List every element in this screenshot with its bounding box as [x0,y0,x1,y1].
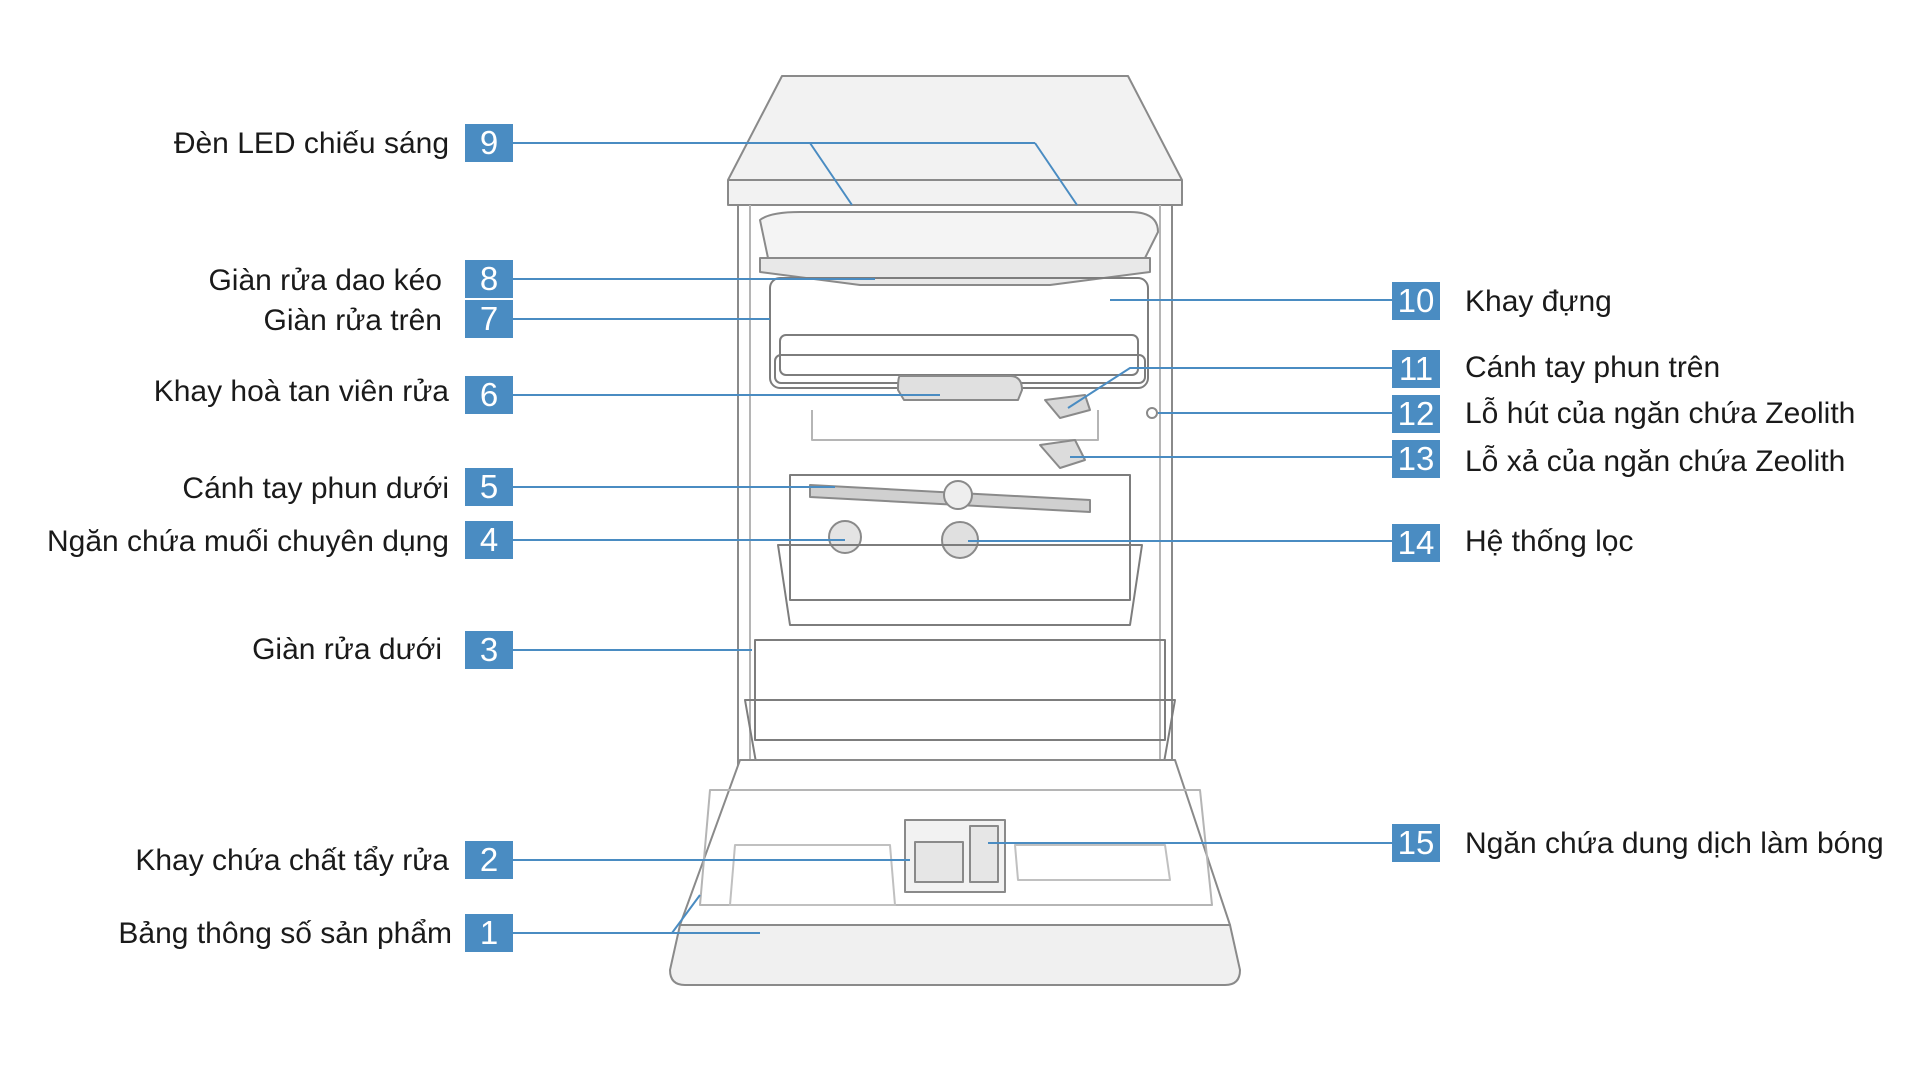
callout-badge-12: 12 [1392,395,1440,433]
callout-badge-1: 1 [465,914,513,952]
callout-badge-14: 14 [1392,524,1440,562]
callout-label-13: Lỗ xả của ngăn chứa Zeolith [1465,445,1846,478]
callout-label-8: Giàn rửa dao kéo [208,264,442,297]
door-front [669,924,1241,986]
callout-badge-7: 7 [465,300,513,338]
leader-11 [1067,367,1392,409]
callout-badge-11: 11 [1392,350,1440,388]
callout-label-14: Hệ thống lọc [1465,525,1634,558]
leader-9 [513,142,1078,206]
callout-label-4: Ngăn chứa muối chuyên dụng [46,525,449,558]
callout-badge-6: 6 [465,376,513,414]
callout-badge-9: 9 [465,124,513,162]
detergent-dispenser [904,819,1006,893]
callout-label-9: Đèn LED chiếu sáng [173,127,449,160]
leader-1 [513,894,760,934]
callout-label-3: Giàn rửa dưới [252,633,442,666]
callout-badge-8: 8 [465,260,513,298]
callout-badge-3: 3 [465,631,513,669]
callout-label-7: Giàn rửa trên [263,304,443,337]
lower-rack-top [777,474,1143,626]
callout-label-5: Cánh tay phun dưới [182,472,449,505]
callout-label-12: Lỗ hút của ngăn chứa Zeolith [1465,397,1856,430]
callout-label-6: Khay hoà tan viên rửa [153,375,449,408]
callout-badge-13: 13 [1392,440,1440,478]
callout-label-15: Ngăn chứa dung dịch làm bóng [1465,827,1884,860]
zeolith-intake [1146,407,1158,419]
callout-badge-5: 5 [465,468,513,506]
callout-badge-4: 4 [465,521,513,559]
callout-label-1: Bảng thông số sản phẩm [118,917,452,950]
callout-label-2: Khay chứa chất tẩy rửa [135,844,449,877]
zeolith-outlet [1039,439,1086,469]
callout-label-10: Khay đựng [1465,285,1612,318]
callout-badge-10: 10 [1392,282,1440,320]
callout-badge-15: 15 [1392,824,1440,862]
callout-badge-2: 2 [465,841,513,879]
callout-label-11: Cánh tay phun trên [1465,351,1721,384]
